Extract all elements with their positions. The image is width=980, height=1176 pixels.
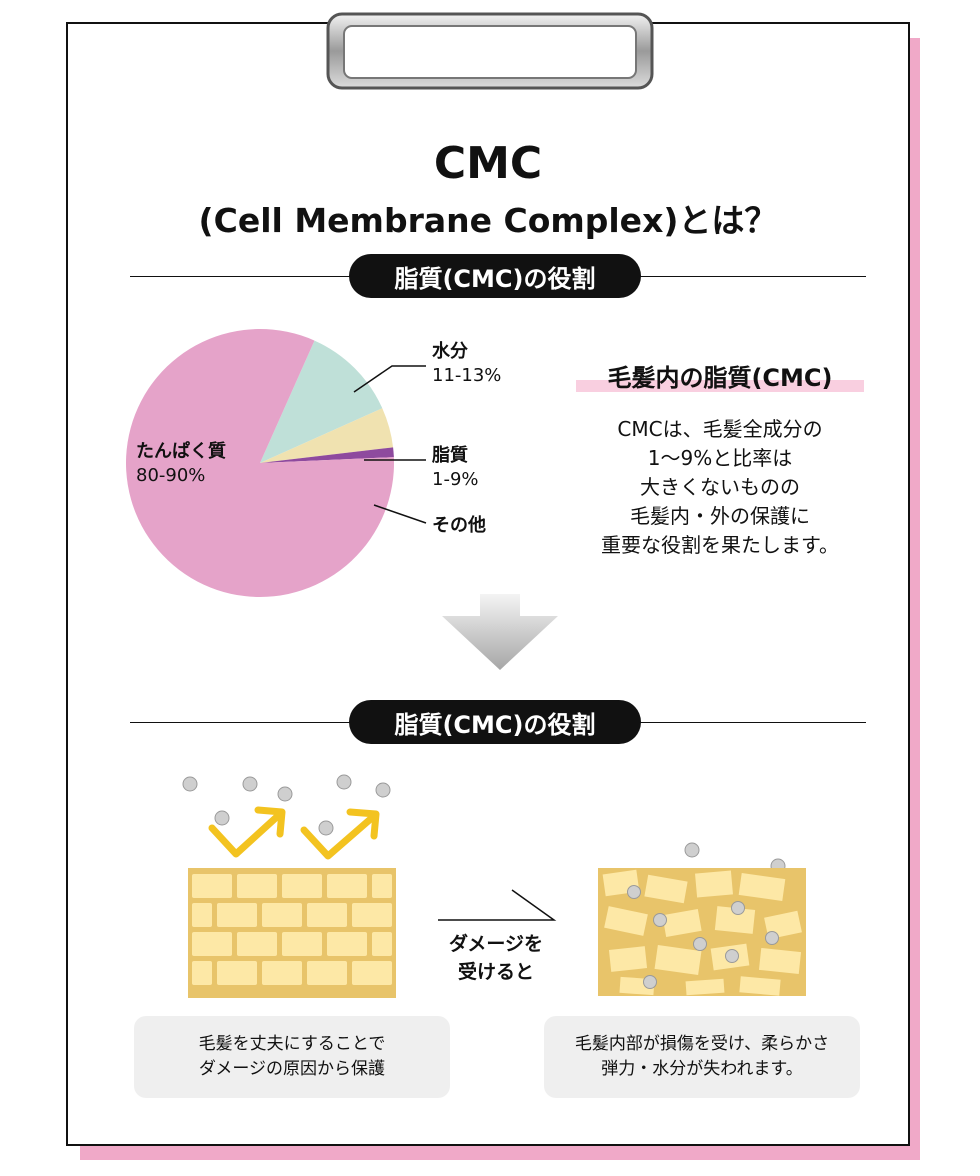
particle [725, 949, 739, 963]
brick [327, 874, 367, 898]
particle [693, 937, 707, 951]
particle [336, 774, 352, 790]
down-arrow-icon [442, 594, 558, 670]
pie-slice [260, 340, 383, 463]
particle [765, 931, 779, 945]
particle [375, 782, 391, 798]
brick [192, 874, 232, 898]
brick [282, 874, 322, 898]
pie-slice [260, 408, 394, 463]
caption-left: 毛髪を丈夫にすることでダメージの原因から保護 [134, 1016, 450, 1098]
particle [242, 776, 258, 792]
transition-text: ダメージを 受けると [448, 933, 544, 983]
brick [282, 932, 322, 956]
particle [653, 913, 667, 927]
brick [237, 932, 277, 956]
brick [307, 903, 347, 927]
particle [684, 842, 700, 858]
particle [318, 820, 334, 836]
particle [731, 901, 745, 915]
brick [372, 874, 392, 898]
deflect-arrow-icon [300, 812, 378, 860]
leader-line [353, 365, 426, 393]
brick [217, 961, 257, 985]
particle [643, 975, 657, 989]
brick [217, 903, 257, 927]
page-subtitle: (Cell Membrane Complex)とは？ [198, 201, 778, 240]
clipboard-clip-icon [326, 12, 654, 90]
damaged-hair-diagram [598, 842, 806, 996]
deflect-arrow-icon [346, 808, 380, 840]
pie-slice [126, 329, 395, 597]
brick [372, 932, 392, 956]
brick [327, 932, 367, 956]
pie-label-other: その他 [432, 515, 486, 536]
page-title: CMC [433, 138, 543, 189]
brick [307, 961, 347, 985]
brick [192, 961, 212, 985]
healthy-hair-diagram [182, 774, 396, 998]
brick [352, 903, 392, 927]
leader-line [373, 504, 427, 524]
brick [237, 874, 277, 898]
deflect-arrow-icon [254, 806, 286, 838]
brick [192, 932, 232, 956]
particle [182, 776, 198, 792]
brick [192, 903, 212, 927]
info-text: CMCは、毛髪全成分の 1〜9%と比率は 大きくないものの 毛髪内・外の保護に … [601, 417, 839, 557]
section-label: 脂質(CMC)の役割 [349, 700, 641, 744]
brick [262, 961, 302, 985]
right-arrow-icon [438, 889, 557, 921]
brick [352, 961, 392, 985]
deflect-arrow-icon [208, 810, 284, 858]
particle [277, 786, 293, 802]
particle [627, 885, 641, 899]
pie-chart [126, 329, 427, 597]
info-heading: 毛髪内の脂質(CMC) [607, 364, 833, 392]
particle [214, 810, 230, 826]
brick [262, 903, 302, 927]
pie-slice [260, 447, 394, 463]
heading-highlight [576, 380, 864, 392]
caption-right: 毛髪内部が損傷を受け、柔らかさ弾力・水分が失われます。 [544, 1016, 860, 1098]
section-label: 脂質(CMC)の役割 [349, 254, 641, 298]
